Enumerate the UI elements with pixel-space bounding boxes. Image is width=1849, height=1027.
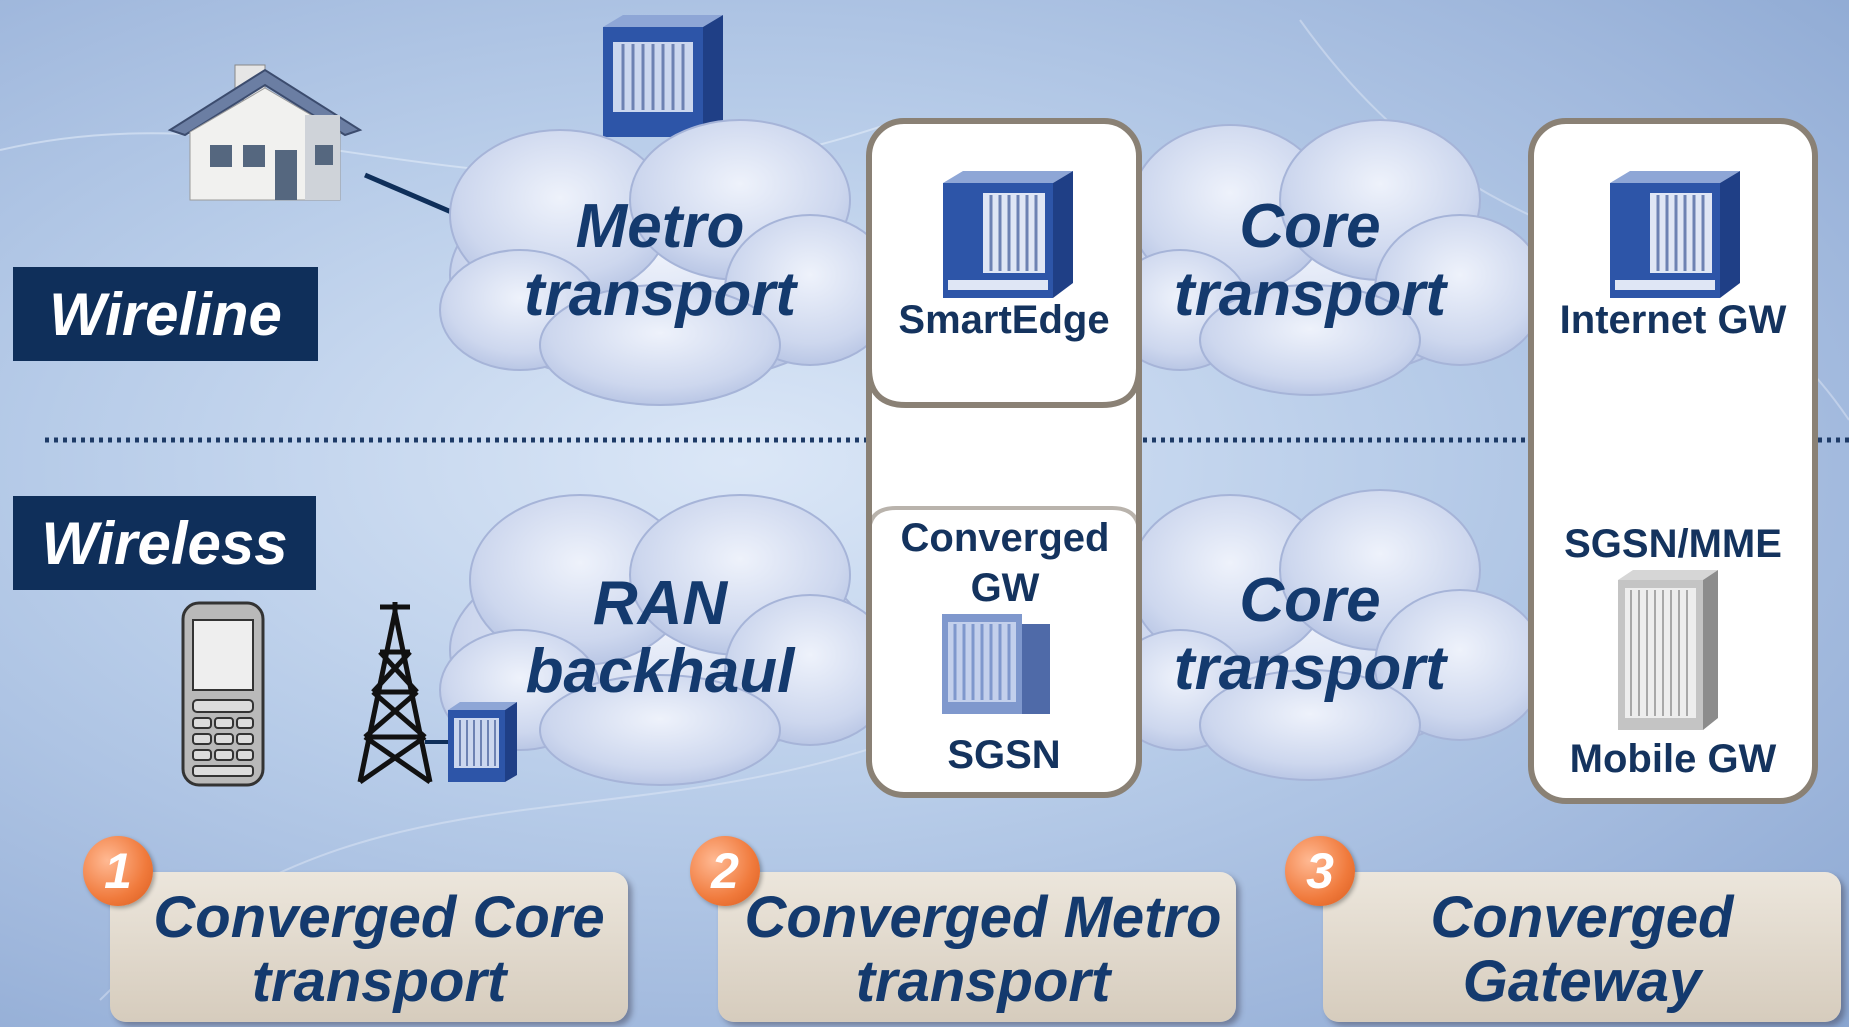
step-3-badge: 3	[1285, 836, 1355, 906]
converged-metro-transport-label: Converged Metro transport	[744, 885, 1222, 1014]
ran-cloud	[439, 494, 896, 786]
ran-cloud-label: RAN backhaul	[500, 570, 820, 706]
metro-cloud-text: Metro transport	[523, 192, 797, 329]
wireline-label: Wireline	[13, 267, 318, 361]
internet-gw-router-icon	[1610, 171, 1740, 298]
base-station-icon	[448, 702, 517, 782]
step-2-badge: 2	[690, 836, 760, 906]
smartedge-label: SmartEdge	[898, 298, 1110, 342]
mobile-phone-icon	[181, 601, 265, 787]
core-top-cloud-text: Core transport	[1173, 192, 1447, 329]
converged-core-transport-box: Converged Core transport	[110, 872, 628, 1022]
converged-gateway-label: Converged Gateway	[1430, 885, 1734, 1014]
converged-gw-label: Converged GW	[900, 516, 1110, 610]
smartedge-router-icon	[943, 171, 1073, 298]
house-icon	[167, 64, 363, 201]
converged-core-transport-label: Converged Core transport	[153, 885, 605, 1014]
sgsn-label: SGSN	[947, 733, 1061, 777]
mobile-gw-label: Mobile GW	[1569, 737, 1777, 781]
core-top-cloud-label: Core transport	[1150, 193, 1470, 329]
converged-gateway-bottom-box: Converged Gateway	[1323, 872, 1841, 1022]
core-top-cloud	[1109, 119, 1546, 396]
converged-metro-transport-box: Converged Metro transport	[718, 872, 1236, 1022]
step-1-badge: 1	[83, 836, 153, 906]
mobile-gw-server-icon	[1618, 570, 1718, 730]
internet-gw-label: Internet GW	[1559, 298, 1787, 342]
metro-router-icon	[603, 15, 723, 137]
core-bottom-cloud	[1109, 489, 1546, 781]
smartedge-panel-outline	[866, 367, 1142, 534]
wireless-label: Wireless	[13, 496, 316, 590]
sgsn-server-icon	[942, 614, 1050, 714]
metro-cloud	[439, 119, 896, 406]
sgsn-mme-label: SGSN/MME	[1564, 522, 1782, 566]
ran-cloud-text: RAN backhaul	[525, 569, 795, 706]
core-bottom-cloud-text: Core transport	[1173, 566, 1447, 703]
core-bottom-cloud-label: Core transport	[1150, 567, 1470, 703]
metro-cloud-label: Metro transport	[500, 193, 820, 329]
